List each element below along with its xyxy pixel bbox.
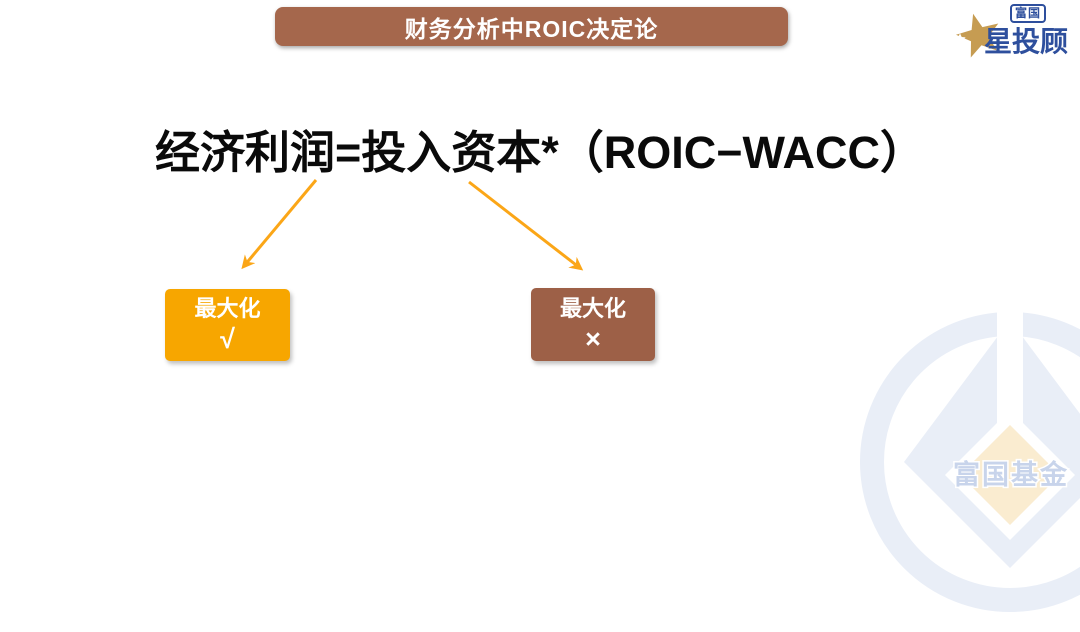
cross-mark: × — [585, 323, 601, 354]
down-right-arrow-icon — [468, 180, 584, 271]
watermark-top-slot — [997, 292, 1023, 444]
arrows-layer — [241, 179, 584, 271]
branch-box-maximize-yes: 最大化 √ — [165, 289, 290, 361]
star-shape — [956, 13, 999, 58]
star-icon — [954, 13, 999, 58]
slide-canvas: 富国基金 财务分析中ROIC决定论 富国 星投顾 经济利润=投入资本*（ROIC… — [154, 4, 1080, 612]
watermark-ring — [860, 312, 1080, 612]
branch-box-maximize-no: 最大化 × — [531, 288, 655, 361]
brand-wordmark: 星投顾 — [984, 26, 1069, 57]
down-left-arrow-icon — [241, 179, 318, 270]
check-mark: √ — [220, 324, 235, 354]
title-banner: 财务分析中ROIC决定论 — [275, 7, 788, 46]
brand-badge: 富国 — [1010, 4, 1047, 23]
watermark-gold-diamond — [960, 425, 1060, 525]
brand-logo: 富国 星投顾 — [954, 4, 1072, 60]
branch-yes-label: 最大化 — [194, 296, 261, 321]
star-notch — [954, 33, 966, 44]
watermark-diamond-body — [904, 320, 1080, 568]
watermark-text: 富国基金 — [953, 459, 1069, 490]
fullgoal-ring-logo-icon: 富国基金 — [860, 292, 1080, 612]
formula-text: 经济利润=投入资本*（ROIC−WACC） — [154, 127, 926, 178]
watermark-inner-gap — [945, 410, 1075, 540]
title-banner-label: 财务分析中ROIC决定论 — [404, 15, 659, 42]
branch-no-label: 最大化 — [559, 295, 626, 321]
